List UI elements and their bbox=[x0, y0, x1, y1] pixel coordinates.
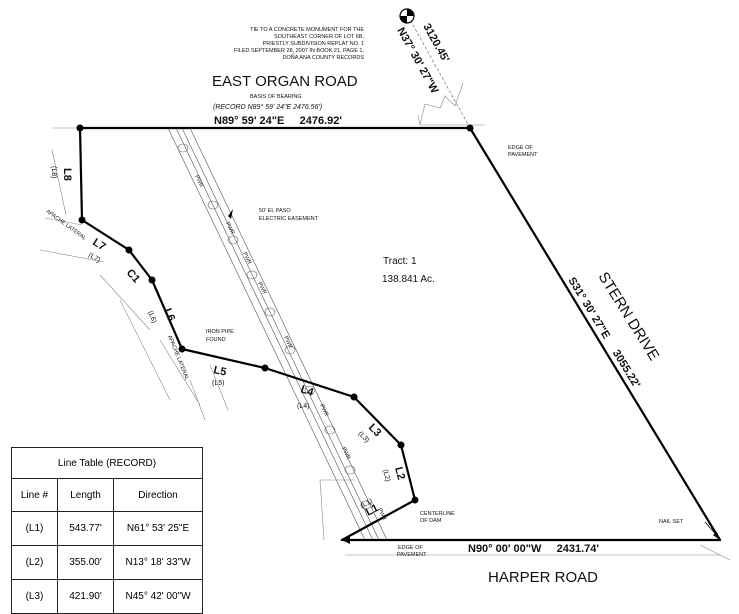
pwr-label: PWR bbox=[376, 507, 387, 521]
pwr-label: PWR bbox=[282, 335, 293, 349]
segment-record-l7: (L7) bbox=[87, 252, 101, 265]
easement-arrow-icon bbox=[228, 209, 233, 219]
edge-of-pavement-ne: PAVEMENT bbox=[508, 152, 538, 158]
pwr-label: PWR bbox=[193, 174, 204, 188]
survey-plat-map: EAST ORGAN ROAD STERN DRIVE HARPER ROAD … bbox=[39, 8, 731, 586]
line-table: Line Table (RECORD) Line # Length Direct… bbox=[11, 447, 203, 614]
road-name-north: EAST ORGAN ROAD bbox=[212, 73, 358, 90]
edge-of-pavement-arrow-icon bbox=[342, 536, 350, 544]
table-row: (L3) 421.90' N45° 42' 00"W bbox=[11, 579, 203, 614]
electric-easement-lines bbox=[167, 127, 388, 541]
table-row: (L1) 543.77' N61° 53' 25"E bbox=[11, 511, 203, 546]
line-table-header: Line # bbox=[11, 478, 58, 512]
edge-of-pavement-ne: EDGE OF bbox=[508, 145, 533, 151]
iron-pipe-note: IRON PIPE bbox=[206, 329, 234, 335]
segment-label-l7: L7 bbox=[90, 236, 107, 253]
basis-of-bearing-title: BASIS OF BEARING bbox=[250, 94, 302, 100]
tie-note-line: PRIESTLY SUBDIVISION REPLAT NO. 1 bbox=[263, 41, 364, 47]
power-poles bbox=[177, 143, 372, 510]
pwr-labels: PWR PWR PWR PWR PWR PWR PWR PWR bbox=[193, 174, 387, 521]
edge-of-pavement-s: PAVEMENT bbox=[397, 552, 427, 558]
tie-note-line: TIE TO A CONCRETE MONUMENT FOR THE bbox=[250, 27, 364, 33]
tract-area: 138.841 Ac. bbox=[382, 274, 435, 285]
length-cell: 421.90' bbox=[57, 579, 114, 614]
centerline-dam-note: CENTERLINE bbox=[420, 511, 455, 517]
pwr-label: PWR bbox=[340, 446, 351, 460]
tie-note-line: SOUTHEAST CORNER OF LOT 6B, bbox=[274, 34, 364, 40]
length-cell: 543.77' bbox=[57, 511, 114, 546]
bearing-south: N90° 00' 00"W 2431.74' bbox=[468, 543, 599, 555]
edge-of-pavement-s: EDGE OF bbox=[398, 545, 423, 551]
table-row: (L2) 355.00' N13° 18' 33"W bbox=[11, 545, 203, 580]
segment-label-l4: L4 bbox=[299, 383, 316, 399]
line-number-cell: (L2) bbox=[11, 545, 58, 580]
segment-label-l6: L6 bbox=[161, 307, 177, 323]
direction-cell: N13° 18' 33"W bbox=[113, 545, 203, 580]
direction-cell: N45° 42' 00"W bbox=[113, 579, 203, 614]
segment-label-l1: L1 bbox=[364, 502, 381, 519]
line-table-title: Line Table (RECORD) bbox=[11, 447, 203, 479]
segment-label-l5: L5 bbox=[212, 364, 227, 378]
segment-record-l4: (L4) bbox=[297, 403, 309, 410]
tie-distance: 3120.45' bbox=[420, 22, 451, 65]
line-table-header: Length bbox=[57, 478, 114, 512]
segment-label-l8: L8 bbox=[61, 168, 73, 181]
nail-set-note: NAIL SET bbox=[659, 519, 684, 525]
segment-record-l6: (L6) bbox=[146, 310, 157, 324]
direction-cell: N61° 53' 25"E bbox=[113, 511, 203, 546]
centerline-dam-note: OF DAM bbox=[420, 518, 442, 524]
line-number-cell: (L1) bbox=[11, 511, 58, 546]
road-name-south: HARPER ROAD bbox=[488, 569, 598, 586]
basis-record: (RECORD N89° 59' 24"E 2476.56') bbox=[213, 103, 322, 111]
segment-record-l8: (L8) bbox=[50, 166, 57, 178]
segment-label-c1: C1 bbox=[124, 267, 142, 285]
tie-note: TIE TO A CONCRETE MONUMENT FOR THE SOUTH… bbox=[234, 27, 365, 61]
tie-note-line: FILED SEPTEMBER 28, 2007 IN BOOK 21, PAG… bbox=[234, 48, 365, 54]
nail-set-arrow-icon bbox=[704, 521, 721, 540]
length-cell: 355.00' bbox=[57, 545, 114, 580]
concrete-monument-icon bbox=[399, 8, 415, 24]
tie-note-line: DOÑA ANA COUNTY RECORDS bbox=[283, 54, 365, 61]
pwr-label: PWR bbox=[241, 251, 252, 265]
line-number-cell: (L3) bbox=[11, 579, 58, 614]
tie-line bbox=[407, 15, 471, 129]
pwr-label: PWR bbox=[224, 221, 235, 235]
tract-name: Tract: 1 bbox=[383, 256, 417, 267]
line-table-header: Direction bbox=[113, 478, 203, 512]
bearing-north: N89° 59' 24"E 2476.92' bbox=[214, 115, 342, 127]
segment-record-l3: (L3) bbox=[357, 430, 371, 444]
easement-note: ELECTRIC EASEMENT bbox=[259, 216, 319, 222]
segment-record-l2: (L2) bbox=[381, 469, 391, 483]
segment-label-l2: L2 bbox=[392, 466, 407, 482]
pwr-label: PWR bbox=[318, 403, 329, 417]
pwr-label: PWR bbox=[256, 281, 267, 295]
iron-pipe-note: FOUND bbox=[206, 337, 226, 343]
easement-note: 50' EL PASO bbox=[259, 208, 291, 214]
segment-record-l5: (L5) bbox=[212, 380, 224, 387]
monument-points bbox=[76, 124, 474, 504]
